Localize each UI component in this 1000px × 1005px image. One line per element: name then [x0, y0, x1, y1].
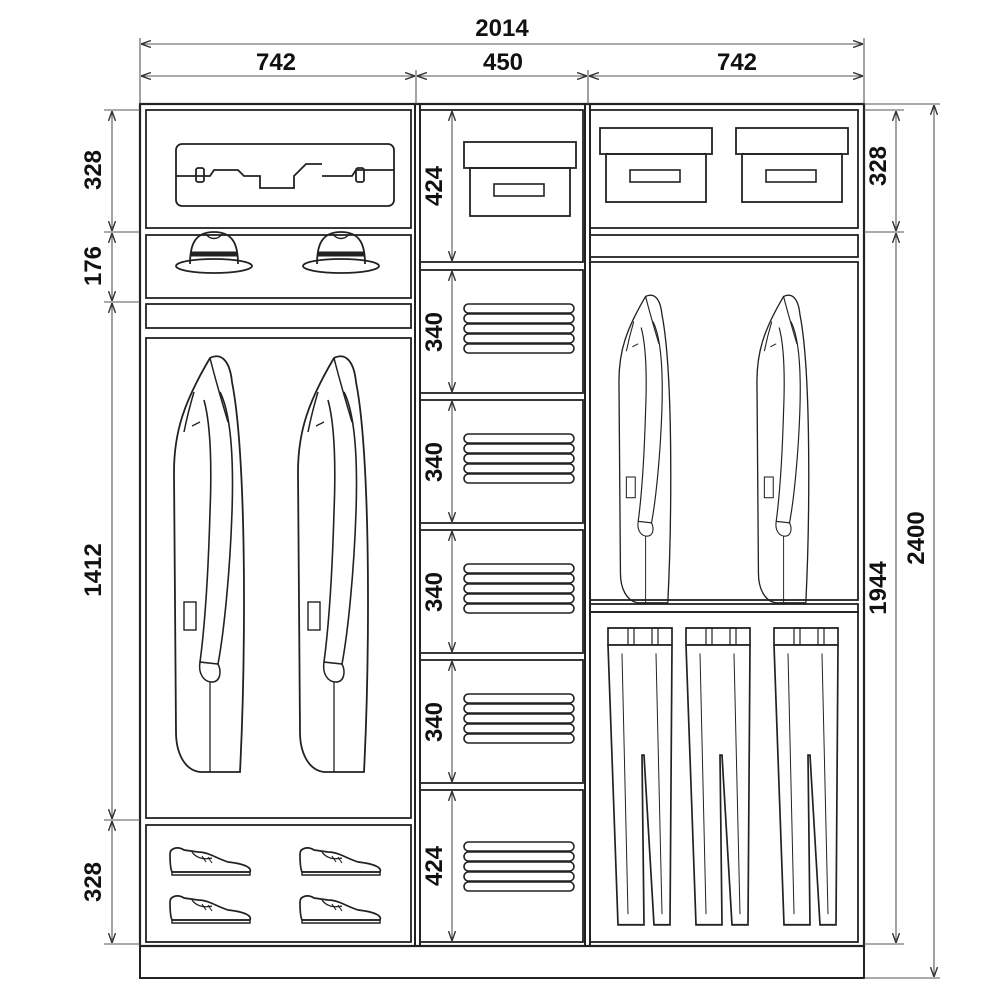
- shoe-icon: [169, 895, 252, 924]
- left-hanging-height-label: 1412: [80, 543, 107, 596]
- right-inner-height-label: 1944: [865, 561, 892, 615]
- dimension-lines: [104, 38, 940, 979]
- suitcase-icon: [175, 143, 395, 207]
- left-top-height-label: 328: [80, 150, 107, 190]
- jacket-icon: [173, 355, 245, 773]
- middle-section: [419, 109, 584, 943]
- folded-clothes-icon: [463, 303, 575, 354]
- storage-box-icon: [599, 127, 713, 203]
- middle-width-label: 450: [483, 49, 523, 76]
- trousers-icon: [607, 627, 673, 926]
- middle-top-height-label: 424: [421, 165, 448, 206]
- left-section: [145, 109, 412, 943]
- hat-icon: [303, 232, 379, 273]
- left-hat-height-label: 176: [80, 246, 107, 286]
- shoe-icon: [299, 895, 382, 924]
- shoe-icon: [299, 847, 382, 876]
- middle-shelf-4-label: 340: [421, 702, 448, 742]
- right-top-height-label: 328: [865, 146, 892, 186]
- jacket-icon: [756, 294, 810, 604]
- middle-shelf-1-label: 340: [421, 312, 448, 352]
- right-section: [589, 109, 859, 943]
- right-width-label: 742: [717, 49, 757, 76]
- total-height-label: 2400: [903, 511, 930, 564]
- jacket-icon: [618, 294, 672, 604]
- trousers-icon: [773, 627, 839, 926]
- trousers-icon: [685, 627, 751, 926]
- storage-box-icon: [463, 141, 577, 217]
- folded-clothes-icon: [463, 841, 575, 892]
- folded-clothes-icon: [463, 693, 575, 744]
- jacket-icon: [297, 355, 369, 773]
- middle-bottom-height-label: 424: [421, 845, 448, 886]
- middle-shelf-3-label: 340: [421, 572, 448, 612]
- dimension-labels: 2014 742 450 742 328 176 1412 328 424 34…: [80, 15, 930, 902]
- folded-clothes-icon: [463, 563, 575, 614]
- left-bottom-height-label: 328: [80, 862, 107, 902]
- storage-box-icon: [735, 127, 849, 203]
- folded-clothes-icon: [463, 433, 575, 484]
- total-width-label: 2014: [475, 15, 529, 42]
- middle-shelf-2-label: 340: [421, 442, 448, 482]
- shoe-icon: [169, 847, 252, 876]
- hat-icon: [176, 232, 252, 273]
- left-width-label: 742: [256, 49, 296, 76]
